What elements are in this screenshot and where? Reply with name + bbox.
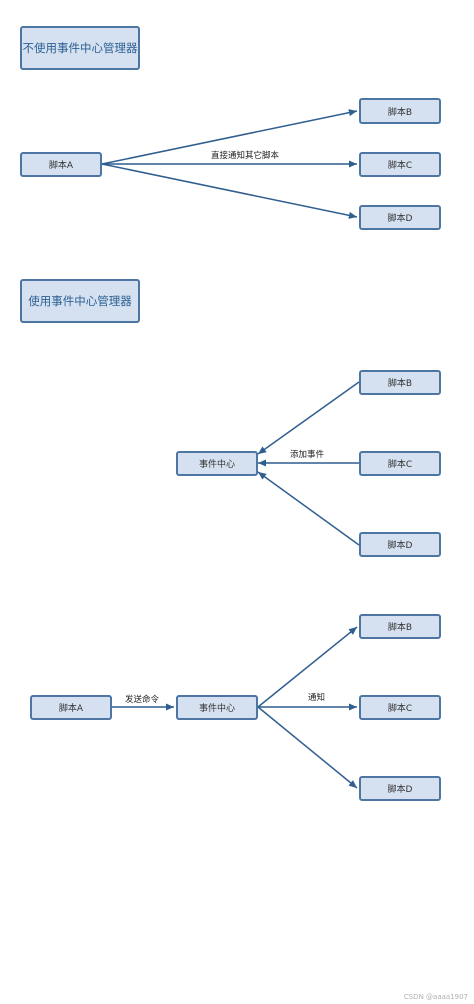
section1-edge-label: 直接通知其它脚本	[211, 151, 280, 161]
edge-b-to-center	[257, 381, 360, 455]
section3-node-script-b: 脚本B	[359, 614, 441, 639]
section2-node-script-b: 脚本B	[359, 370, 441, 395]
edge-d-to-center	[257, 471, 360, 546]
section3-node-script-a: 脚本A	[30, 695, 112, 720]
section2-edge-label: 添加事件	[290, 450, 325, 460]
section3-source-edge-label: 发送命令	[125, 695, 160, 705]
section2-node-event-center: 事件中心	[176, 451, 258, 476]
section1-title: 不使用事件中心管理器	[20, 26, 140, 70]
section2-node-script-c: 脚本C	[359, 451, 441, 476]
section3-node-event-center: 事件中心	[176, 695, 258, 720]
edge-center-to-b	[257, 626, 358, 708]
section3-node-script-d: 脚本D	[359, 776, 441, 801]
section1-node-script-a: 脚本A	[20, 152, 102, 177]
section1-node-script-b: 脚本B	[359, 98, 441, 124]
section3-node-script-c: 脚本C	[359, 695, 441, 720]
section3-target-edge-label: 通知	[308, 693, 326, 703]
edge-center-to-d	[257, 706, 358, 789]
watermark: CSDN @aaaa1907	[403, 993, 468, 1001]
section1-node-script-d: 脚本D	[359, 205, 441, 230]
section2-node-script-d: 脚本D	[359, 532, 441, 557]
section1-node-script-c: 脚本C	[359, 152, 441, 177]
section2-title: 使用事件中心管理器	[20, 279, 140, 323]
edge-a-to-d	[101, 163, 358, 219]
edge-a-to-b	[101, 109, 358, 165]
